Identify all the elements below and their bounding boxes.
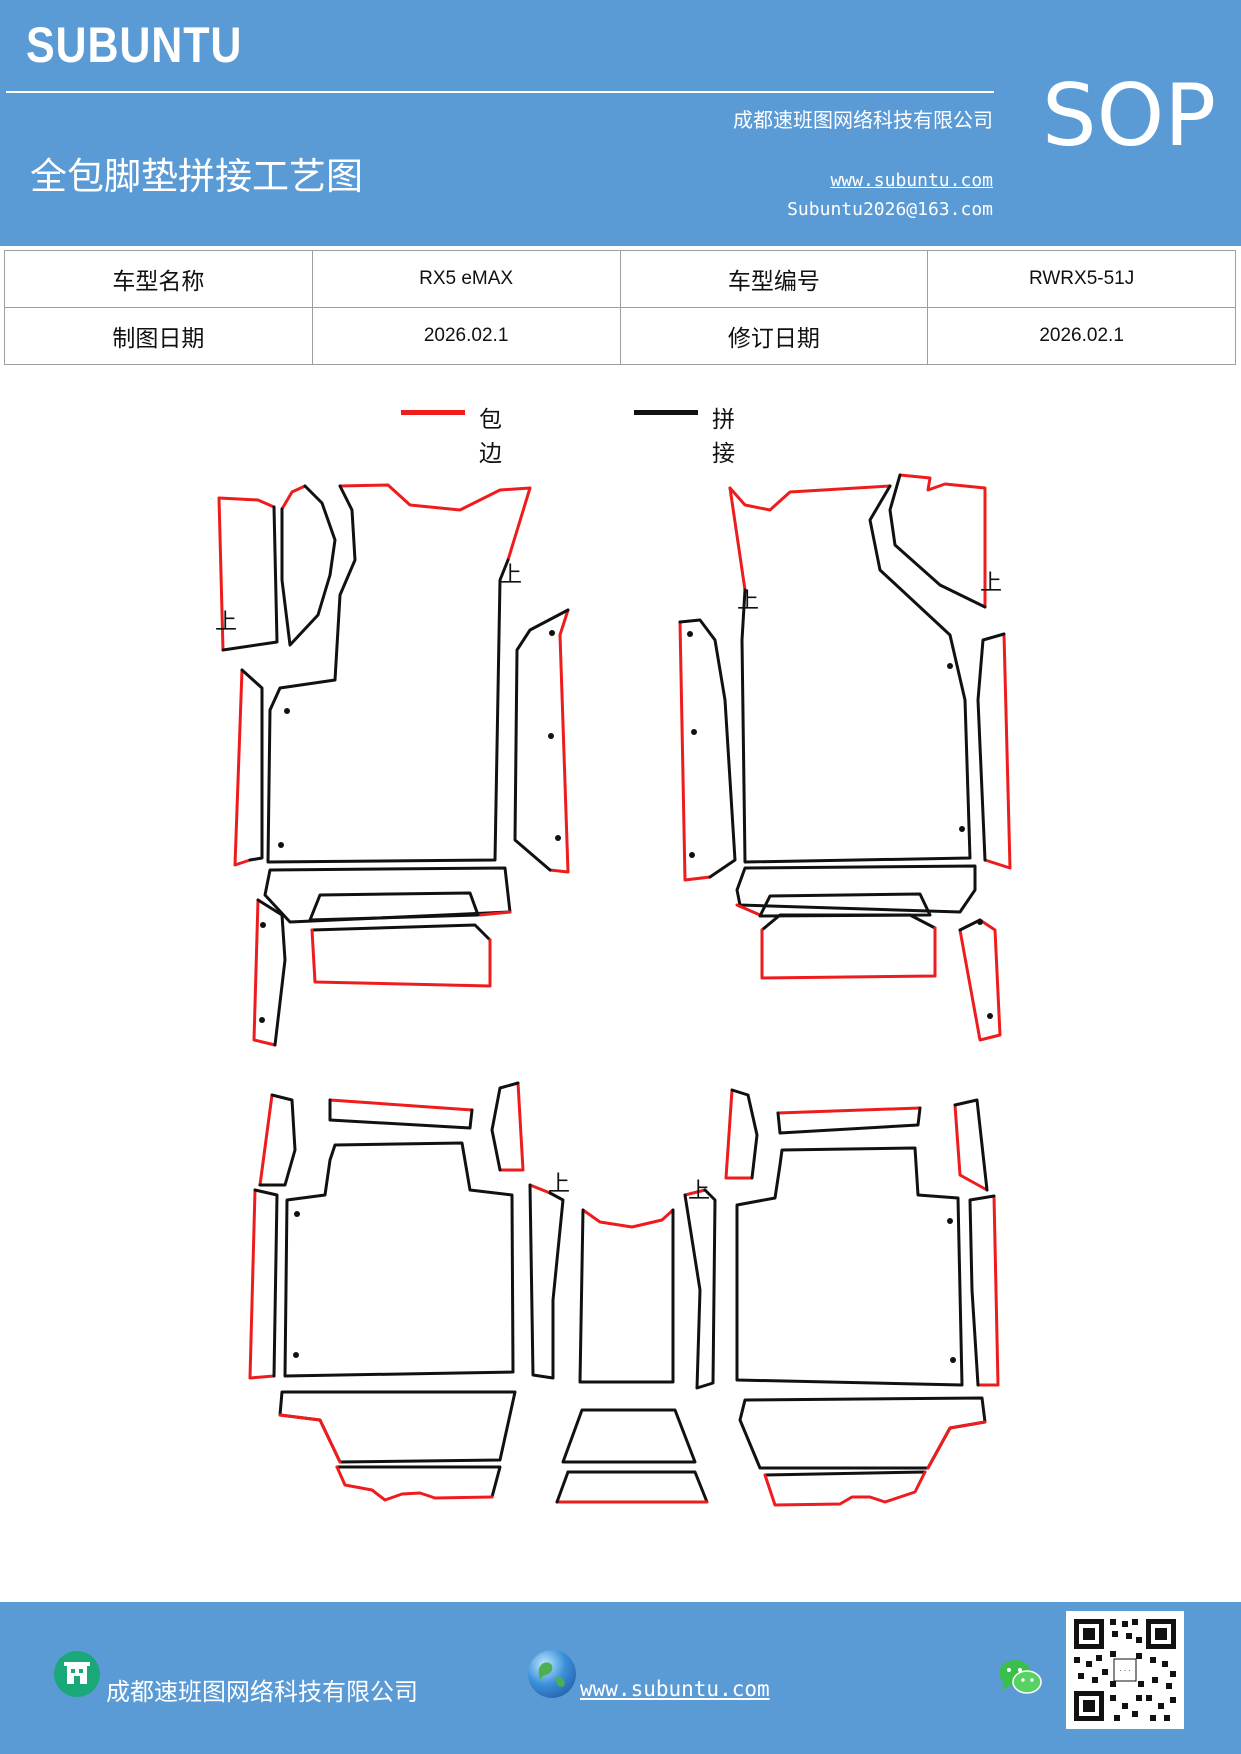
building-icon xyxy=(54,1651,100,1697)
orientation-mark: 上 xyxy=(215,610,237,635)
revise-date-label: 修订日期 xyxy=(619,307,929,365)
wechat-icon xyxy=(996,1656,1044,1700)
rear-left-mat-group xyxy=(248,1081,565,1502)
revise-date-value: 2026.02.1 xyxy=(927,307,1236,365)
document-title: 全包脚垫拼接工艺图 xyxy=(30,155,363,198)
page-header: SUBUNTU 成都速班图网络科技有限公司 全包脚垫拼接工艺图 www.subu… xyxy=(0,0,1241,246)
edge-legend-label: 包边 xyxy=(479,407,502,467)
orientation-mark: 上 xyxy=(688,1179,710,1204)
draw-date-value: 2026.02.1 xyxy=(311,307,621,365)
model-code-value: RWRX5-51J xyxy=(927,250,1236,308)
table-row: 车型名称 RX5 eMAX 车型编号 RWRX5-51J xyxy=(4,250,1236,308)
front-right-mat-group xyxy=(678,473,1012,1042)
orientation-mark: 上 xyxy=(500,563,522,588)
table-row: 制图日期 2026.02.1 修订日期 2026.02.1 xyxy=(4,307,1236,365)
brand-logo: SUBUNTU xyxy=(26,17,243,73)
qr-code: · · · xyxy=(1066,1611,1184,1729)
orientation-mark: 上 xyxy=(980,571,1002,596)
footer-website-link[interactable]: www.subuntu.com xyxy=(580,1677,770,1701)
model-code-label: 车型编号 xyxy=(619,250,929,308)
front-left-mat-group xyxy=(217,483,570,1047)
header-email: Subuntu2026@163.com xyxy=(787,199,993,220)
globe-icon xyxy=(528,1650,576,1698)
page-footer: 成都速班图网络科技有限公司 www.subuntu.com xyxy=(0,1602,1241,1754)
header-divider xyxy=(6,91,994,93)
header-website-link[interactable]: www.subuntu.com xyxy=(830,170,993,191)
model-info-table: 车型名称 RX5 eMAX 车型编号 RWRX5-51J 制图日期 2026.0… xyxy=(4,250,1236,365)
model-name-value: RX5 eMAX xyxy=(311,250,621,308)
svg-text:· · ·: · · · xyxy=(1119,1667,1130,1675)
seam-legend-label: 拼接 xyxy=(712,407,735,467)
orientation-mark: 上 xyxy=(548,1172,570,1197)
footer-company: 成都速班图网络科技有限公司 xyxy=(106,1678,418,1706)
header-company: 成都速班图网络科技有限公司 xyxy=(733,108,993,132)
orientation-mark: 上 xyxy=(737,589,759,614)
draw-date-label: 制图日期 xyxy=(4,307,313,365)
sop-badge: SOP xyxy=(1042,66,1217,166)
model-name-label: 车型名称 xyxy=(4,250,313,308)
orientation-marks: 上 上 上 上 上 上 xyxy=(215,563,1002,1204)
rear-right-mat-group xyxy=(724,1088,1000,1507)
rear-middle-mat-group xyxy=(555,1188,717,1504)
edge-swatch xyxy=(401,410,465,415)
seam-swatch xyxy=(634,410,698,415)
